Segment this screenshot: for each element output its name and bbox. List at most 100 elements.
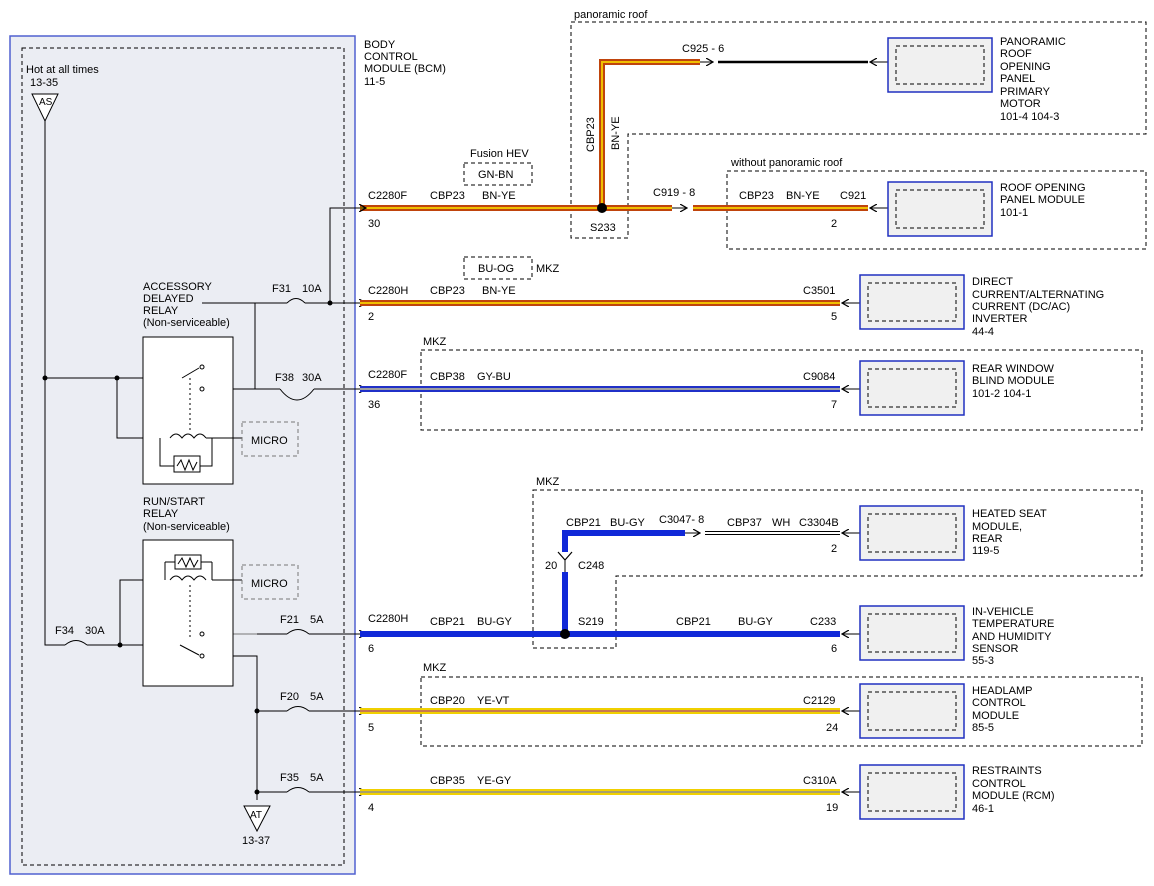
circuit-cbp35: CBP35 bbox=[430, 775, 465, 787]
circuit-gy-bu: GY-BU bbox=[477, 371, 511, 383]
svg-text:CURRENT (DC/AC): CURRENT (DC/AC) bbox=[972, 301, 1070, 313]
circuit-cbp21-1: CBP21 bbox=[430, 616, 465, 628]
module-boxes bbox=[859, 37, 993, 820]
svg-text:OPENING: OPENING bbox=[1000, 61, 1051, 73]
label-heated-seat: HEATED SEAT MODULE, REAR 119-5 bbox=[972, 508, 1047, 557]
svg-text:ROOF OPENING: ROOF OPENING bbox=[1000, 182, 1086, 194]
svg-text:AND HUMIDITY: AND HUMIDITY bbox=[972, 631, 1052, 643]
pin-4: 4 bbox=[368, 802, 374, 814]
circuit-cbp20: CBP20 bbox=[430, 695, 465, 707]
pin-inverter: 5 bbox=[831, 311, 837, 323]
hot-at-all-times-label: Hot at all times bbox=[26, 64, 99, 76]
circuit-ye-vt: YE-VT bbox=[477, 695, 510, 707]
fuse-f34: F34 bbox=[55, 625, 74, 637]
svg-text:MODULE,: MODULE, bbox=[972, 521, 1022, 533]
svg-text:46-1: 46-1 bbox=[972, 803, 994, 815]
runstart-micro-label: MICRO bbox=[251, 578, 288, 590]
pin-rear-blind: 7 bbox=[831, 399, 837, 411]
circuit-bu-gy-1: BU-GY bbox=[477, 616, 513, 628]
circuit-cbp21-3: CBP21 bbox=[566, 517, 601, 529]
svg-text:IN-VEHICLE: IN-VEHICLE bbox=[972, 606, 1034, 618]
at-ref-label: 13-37 bbox=[242, 835, 270, 847]
svg-text:55-3: 55-3 bbox=[972, 655, 994, 667]
fuse-f21: F21 bbox=[280, 614, 299, 626]
label-humidity-sensor: IN-VEHICLE TEMPERATURE AND HUMIDITY SENS… bbox=[972, 606, 1054, 667]
svg-text:AT: AT bbox=[250, 810, 262, 821]
circuit-ye-gy: YE-GY bbox=[477, 775, 512, 787]
connector-c2280f-top: C2280F bbox=[368, 190, 407, 202]
connector-c3304b: C3304B bbox=[799, 517, 839, 529]
svg-text:MODULE (RCM): MODULE (RCM) bbox=[972, 790, 1055, 802]
fusion-hev-color: GN-BN bbox=[478, 169, 514, 181]
svg-text:PANEL MODULE: PANEL MODULE bbox=[1000, 194, 1085, 206]
accessory-relay-label: ACCESSORY DELAYED RELAY (Non-serviceable… bbox=[143, 281, 230, 329]
splice-s219: S219 bbox=[578, 616, 604, 628]
svg-text:PANORAMIC: PANORAMIC bbox=[1000, 36, 1066, 48]
svg-text:PANEL: PANEL bbox=[1000, 73, 1035, 85]
svg-text:RUN/START: RUN/START bbox=[143, 496, 205, 508]
circuit-wh: WH bbox=[772, 517, 790, 529]
svg-text:MODULE (BCM): MODULE (BCM) bbox=[364, 63, 446, 75]
svg-text:PRIMARY: PRIMARY bbox=[1000, 86, 1051, 98]
connector-c3047: C3047- 8 bbox=[659, 514, 704, 526]
pin-humidity-sensor: 6 bbox=[831, 643, 837, 655]
fuse-f31-amp: 10A bbox=[302, 283, 322, 295]
circuit-cbp23-3: CBP23 bbox=[739, 190, 774, 202]
svg-text:RELAY: RELAY bbox=[143, 305, 179, 317]
circuit-bn-ye-3: BN-YE bbox=[786, 190, 820, 202]
svg-text:AS: AS bbox=[39, 97, 53, 108]
connector-c233: C233 bbox=[810, 616, 836, 628]
connector-c2280h-top: C2280H bbox=[368, 285, 408, 297]
svg-text:ACCESSORY: ACCESSORY bbox=[143, 281, 213, 293]
mkz-color-option: BU-OG bbox=[478, 263, 514, 275]
accessory-micro-label: MICRO bbox=[251, 435, 288, 447]
connector-c2129: C2129 bbox=[803, 695, 835, 707]
svg-text:RELAY: RELAY bbox=[143, 508, 179, 520]
svg-text:CURRENT/ALTERNATING: CURRENT/ALTERNATING bbox=[972, 289, 1104, 301]
at-triangle-icon: AT bbox=[243, 805, 271, 833]
svg-text:SENSOR: SENSOR bbox=[972, 643, 1019, 655]
label-panoramic-motor: PANORAMIC ROOF OPENING PANEL PRIMARY MOT… bbox=[1000, 36, 1066, 123]
circuit-bn-ye-1: BN-YE bbox=[482, 190, 516, 202]
circuit-cbp37: CBP37 bbox=[727, 517, 762, 529]
label-rear-blind: REAR WINDOW BLIND MODULE 101-2 104-1 bbox=[972, 363, 1055, 400]
as-triangle-icon: AS bbox=[31, 93, 59, 123]
connector-c3501: C3501 bbox=[803, 285, 835, 297]
wire-bu-gy bbox=[360, 530, 840, 639]
bcm-title: BODY CONTROL MODULE (BCM) 11-5 bbox=[364, 39, 446, 88]
svg-text:119-5: 119-5 bbox=[972, 545, 999, 557]
circuit-bn-ye-2: BN-YE bbox=[482, 285, 516, 297]
fuse-f35-amp: 5A bbox=[310, 772, 324, 784]
label-roof-module: ROOF OPENING PANEL MODULE 101-1 bbox=[1000, 182, 1086, 219]
mkz-label-4: MKZ bbox=[423, 662, 447, 674]
mkz-label-2: MKZ bbox=[423, 336, 447, 348]
svg-text:HEADLAMP: HEADLAMP bbox=[972, 685, 1033, 697]
svg-text:101-2 104-1: 101-2 104-1 bbox=[972, 388, 1031, 400]
wire-bn-ye-main bbox=[360, 59, 868, 213]
circuit-cbp21-2: CBP21 bbox=[676, 616, 711, 628]
connector-c921: C921 bbox=[840, 190, 866, 202]
svg-text:TEMPERATURE: TEMPERATURE bbox=[972, 618, 1054, 630]
fuse-f34-amp: 30A bbox=[85, 625, 105, 637]
svg-text:REAR WINDOW: REAR WINDOW bbox=[972, 363, 1055, 375]
as-ref-label: 13-35 bbox=[30, 77, 58, 89]
splice-s233: S233 bbox=[590, 222, 616, 234]
pin-heated-seat: 2 bbox=[831, 543, 837, 555]
svg-text:44-4: 44-4 bbox=[972, 326, 994, 338]
panoramic-roof-label: panoramic roof bbox=[574, 9, 648, 21]
svg-text:ROOF: ROOF bbox=[1000, 48, 1032, 60]
svg-text:(Non-serviceable): (Non-serviceable) bbox=[143, 521, 230, 533]
svg-text:CONTROL: CONTROL bbox=[972, 778, 1026, 790]
pin-30: 30 bbox=[368, 218, 380, 230]
circuit-cbp38: CBP38 bbox=[430, 371, 465, 383]
svg-text:CONTROL: CONTROL bbox=[972, 697, 1026, 709]
without-panoramic-roof-label: without panoramic roof bbox=[730, 157, 843, 169]
label-rcm: RESTRAINTS CONTROL MODULE (RCM) 46-1 bbox=[972, 765, 1055, 815]
circuit-bu-gy-2: BU-GY bbox=[738, 616, 774, 628]
label-inverter: DIRECT CURRENT/ALTERNATING CURRENT (DC/A… bbox=[972, 276, 1104, 338]
accessory-relay bbox=[142, 336, 299, 485]
connector-c9084: C9084 bbox=[803, 371, 835, 383]
pin-rcm: 19 bbox=[826, 802, 838, 814]
svg-text:BODY: BODY bbox=[364, 39, 396, 51]
